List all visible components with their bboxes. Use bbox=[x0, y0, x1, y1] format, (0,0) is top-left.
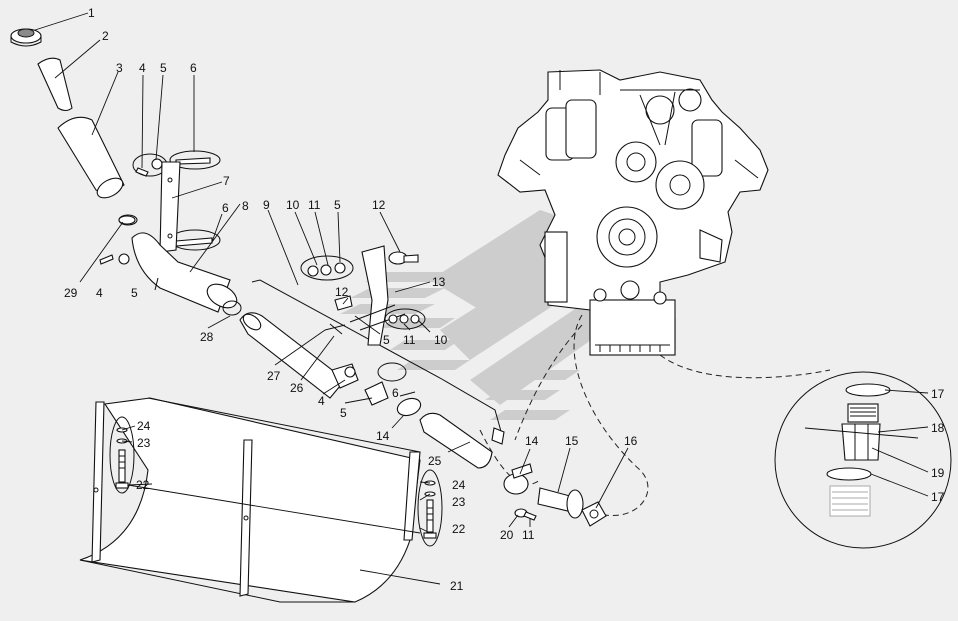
callout-24: 24 bbox=[137, 419, 151, 433]
fastener-group-left bbox=[109, 416, 135, 494]
hose-25 bbox=[419, 412, 493, 469]
callout-23: 23 bbox=[137, 436, 151, 450]
callout-3: 3 bbox=[116, 61, 123, 75]
engine-assembly bbox=[497, 69, 769, 356]
callout-5b: 5 bbox=[131, 286, 138, 300]
callout-5d: 5 bbox=[383, 333, 390, 347]
callout-5e: 5 bbox=[340, 406, 347, 420]
callout-21: 21 bbox=[450, 579, 464, 593]
callout-25: 25 bbox=[428, 454, 442, 468]
callout-2: 2 bbox=[102, 29, 109, 43]
callout-22: 22 bbox=[136, 478, 150, 492]
callout-4b: 4 bbox=[96, 286, 103, 300]
callout-17b: 17 bbox=[931, 490, 945, 504]
callout-6b: 6 bbox=[222, 201, 229, 215]
callout-27: 27 bbox=[267, 369, 281, 383]
callout-23b: 23 bbox=[452, 495, 466, 509]
callout-9: 9 bbox=[263, 198, 270, 212]
callout-29: 29 bbox=[64, 286, 78, 300]
callout-11c: 11 bbox=[522, 528, 535, 542]
callout-13: 13 bbox=[432, 275, 446, 289]
callout-22b: 22 bbox=[452, 522, 466, 536]
gasket-16 bbox=[581, 501, 607, 527]
tray-21 bbox=[79, 397, 421, 603]
callout-20: 20 bbox=[500, 528, 514, 542]
callout-16: 16 bbox=[624, 434, 638, 448]
callout-7: 7 bbox=[223, 174, 230, 188]
pipe-27 bbox=[239, 312, 346, 399]
pipe-8 bbox=[131, 232, 231, 313]
part-cap-1 bbox=[10, 28, 42, 47]
rod-9 bbox=[251, 279, 503, 436]
detail-view-circle bbox=[774, 371, 952, 549]
callout-4: 4 bbox=[139, 61, 146, 75]
callout-11b: 11 bbox=[403, 333, 416, 347]
dashed-connector-3 bbox=[659, 354, 831, 379]
fastener-group-right bbox=[417, 469, 443, 547]
dashed-connector-1 bbox=[573, 314, 649, 516]
callout-11: 11 bbox=[308, 198, 321, 212]
bracket-13 bbox=[361, 245, 389, 346]
callout-14b: 14 bbox=[525, 434, 539, 448]
callout-14: 14 bbox=[376, 429, 390, 443]
callout-10: 10 bbox=[286, 198, 300, 212]
callout-4c: 4 bbox=[318, 394, 325, 408]
ring-29 bbox=[118, 215, 136, 225]
callout-24b: 24 bbox=[452, 478, 466, 492]
callout-6: 6 bbox=[190, 61, 197, 75]
dashed-connector-2 bbox=[514, 324, 583, 441]
callout-18: 18 bbox=[931, 421, 945, 435]
part-filter-2 bbox=[37, 57, 73, 112]
callout-5c: 5 bbox=[334, 198, 341, 212]
callout-1: 1 bbox=[88, 6, 95, 20]
leader-lines bbox=[34, 12, 929, 585]
callout-labels: 1 2 3 4 5 6 7 8 29 4 5 6 9 10 11 5 12 13… bbox=[64, 6, 945, 593]
callout-12: 12 bbox=[372, 198, 386, 212]
callout-28: 28 bbox=[200, 330, 214, 344]
callout-26: 26 bbox=[290, 381, 304, 395]
callout-19: 19 bbox=[931, 466, 945, 480]
callout-12b: 12 bbox=[335, 285, 349, 299]
bracket-7 bbox=[159, 161, 181, 253]
fastener-group-upper bbox=[99, 150, 221, 265]
callout-5: 5 bbox=[160, 61, 167, 75]
callout-10b: 10 bbox=[434, 333, 448, 347]
callout-15: 15 bbox=[565, 434, 579, 448]
callout-8: 8 bbox=[242, 199, 249, 213]
callout-17: 17 bbox=[931, 387, 945, 401]
callout-6c: 6 bbox=[392, 386, 399, 400]
